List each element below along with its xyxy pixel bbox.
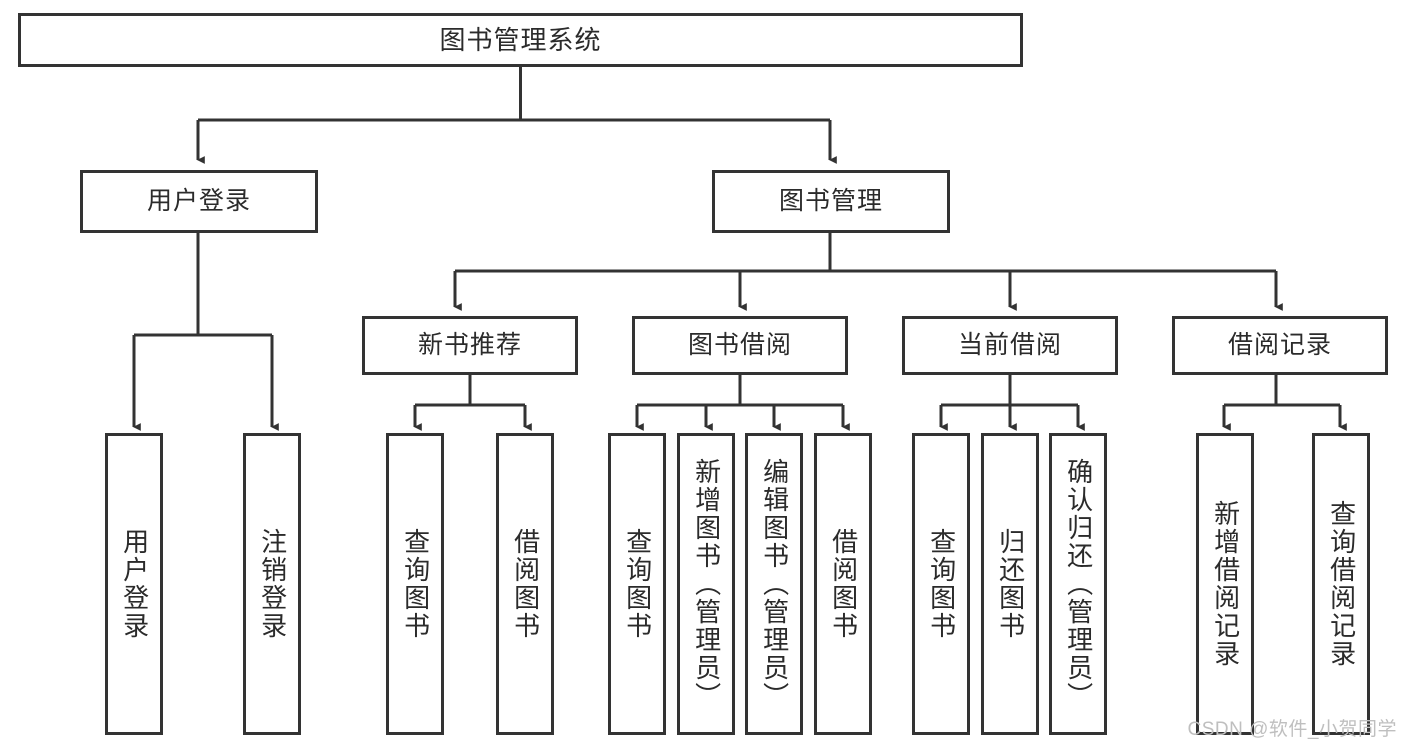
- node-borrow-record[interactable]: 借阅记录: [1172, 316, 1388, 375]
- leaf-label: 借阅图书: [510, 528, 541, 640]
- leaf-book-borrow-borrow[interactable]: 借阅图书: [814, 433, 872, 735]
- leaf-label: 用户登录: [119, 528, 150, 640]
- leaf-label: 注销登录: [257, 528, 288, 640]
- leaf-book-borrow-edit[interactable]: 编辑图书（管理员）: [745, 433, 803, 735]
- leaf-label: 新增图书（管理员）: [691, 458, 722, 710]
- leaf-new-book-query[interactable]: 查询图书: [386, 433, 444, 735]
- leaf-borrow-record-query[interactable]: 查询借阅记录: [1312, 433, 1370, 735]
- leaf-label: 编辑图书（管理员）: [759, 458, 790, 710]
- node-book-borrow[interactable]: 图书借阅: [632, 316, 848, 375]
- leaf-new-book-borrow[interactable]: 借阅图书: [496, 433, 554, 735]
- leaf-user-login-login[interactable]: 用户登录: [105, 433, 163, 735]
- leaf-user-login-logout[interactable]: 注销登录: [243, 433, 301, 735]
- leaf-label: 查询图书: [622, 528, 653, 640]
- leaf-label: 确认归还（管理员）: [1063, 458, 1094, 710]
- node-borrow-record-label: 借阅记录: [1227, 330, 1332, 359]
- leaf-label: 归还图书: [995, 528, 1026, 640]
- leaf-label: 查询借阅记录: [1326, 500, 1357, 668]
- node-current-borrow[interactable]: 当前借阅: [902, 316, 1118, 375]
- leaf-borrow-record-add[interactable]: 新增借阅记录: [1196, 433, 1254, 735]
- leaf-label: 查询图书: [400, 528, 431, 640]
- leaf-book-borrow-query[interactable]: 查询图书: [608, 433, 666, 735]
- node-new-book-recommend[interactable]: 新书推荐: [362, 316, 578, 375]
- leaf-label: 借阅图书: [828, 528, 859, 640]
- leaf-current-borrow-query[interactable]: 查询图书: [912, 433, 970, 735]
- leaf-book-borrow-add[interactable]: 新增图书（管理员）: [677, 433, 735, 735]
- node-book-management[interactable]: 图书管理: [712, 170, 950, 233]
- leaf-current-borrow-confirm-return[interactable]: 确认归还（管理员）: [1049, 433, 1107, 735]
- node-root-label: 图书管理系统: [439, 24, 602, 55]
- leaf-label: 查询图书: [926, 528, 957, 640]
- node-user-login[interactable]: 用户登录: [80, 170, 318, 233]
- node-book-management-label: 图书管理: [778, 186, 883, 215]
- node-root[interactable]: 图书管理系统: [18, 13, 1023, 67]
- node-current-borrow-label: 当前借阅: [957, 330, 1062, 359]
- node-book-borrow-label: 图书借阅: [687, 330, 792, 359]
- leaf-current-borrow-return[interactable]: 归还图书: [981, 433, 1039, 735]
- leaf-label: 新增借阅记录: [1210, 500, 1241, 668]
- node-user-login-label: 用户登录: [146, 186, 251, 215]
- node-new-book-recommend-label: 新书推荐: [417, 330, 522, 359]
